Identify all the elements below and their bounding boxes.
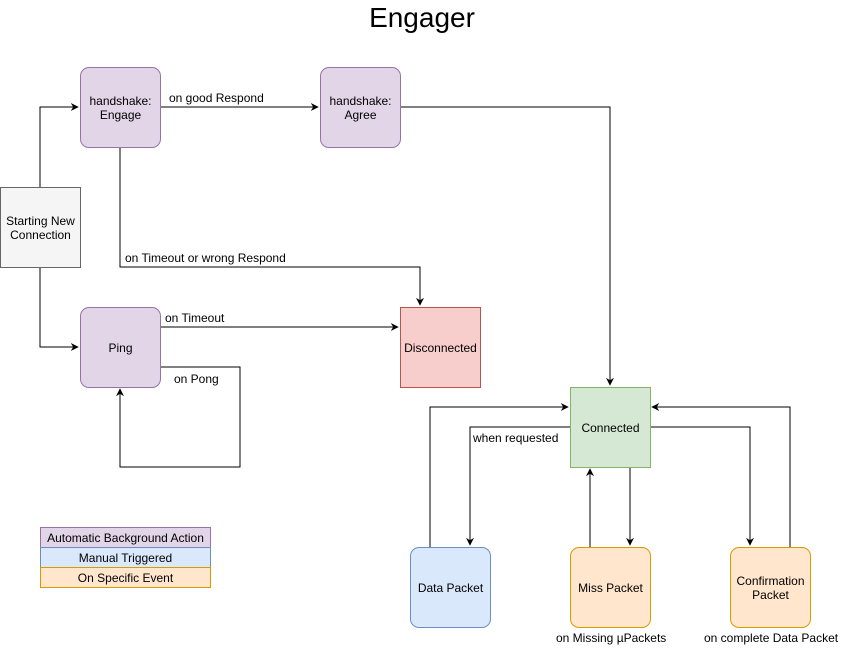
edge-label-pong: on Pong	[174, 372, 219, 386]
legend-automatic-background-action: Automatic Background Action	[40, 527, 211, 548]
edge-label-missing-upackets: on Missing µPackets	[556, 631, 667, 645]
edge-start-to-ping	[39, 267, 79, 351]
edge-label-good-respond: on good Respond	[169, 91, 264, 105]
node-handshake-engage: handshake: Engage	[80, 67, 161, 148]
edge-agree-to-connected	[400, 106, 614, 386]
node-confirmation-packet: Confirmation Packet	[730, 547, 811, 628]
edge-connected-to-data	[466, 426, 570, 546]
node-data-packet: Data Packet	[410, 547, 491, 628]
legend-on-specific-event: On Specific Event	[40, 567, 211, 588]
legend-manual-triggered: Manual Triggered	[40, 547, 211, 568]
node-connected: Connected	[570, 387, 651, 468]
edge-start-to-engage	[39, 103, 79, 187]
diagram-title: Engager	[369, 2, 475, 33]
edge-label-timeout-wrong-respond: on Timeout or wrong Respond	[125, 251, 286, 265]
edge-data-to-connected	[429, 403, 569, 547]
node-starting-new-connection: Starting New Connection	[0, 187, 81, 268]
node-disconnected: Disconnected	[400, 307, 481, 388]
edge-ping-loop	[116, 366, 241, 468]
node-ping: Ping	[80, 307, 161, 388]
node-miss-packet: Miss Packet	[570, 547, 651, 628]
edge-label-timeout: on Timeout	[165, 311, 225, 325]
edge-confirmation-to-connected	[651, 403, 791, 547]
edge-engage-to-disconnected	[119, 147, 424, 306]
node-handshake-agree: handshake: Agree	[320, 67, 401, 148]
edge-label-complete-data-packet: on complete Data Packet	[704, 631, 839, 645]
edge-connected-to-confirmation	[650, 426, 754, 546]
edge-label-when-requested: when requested	[473, 431, 559, 445]
